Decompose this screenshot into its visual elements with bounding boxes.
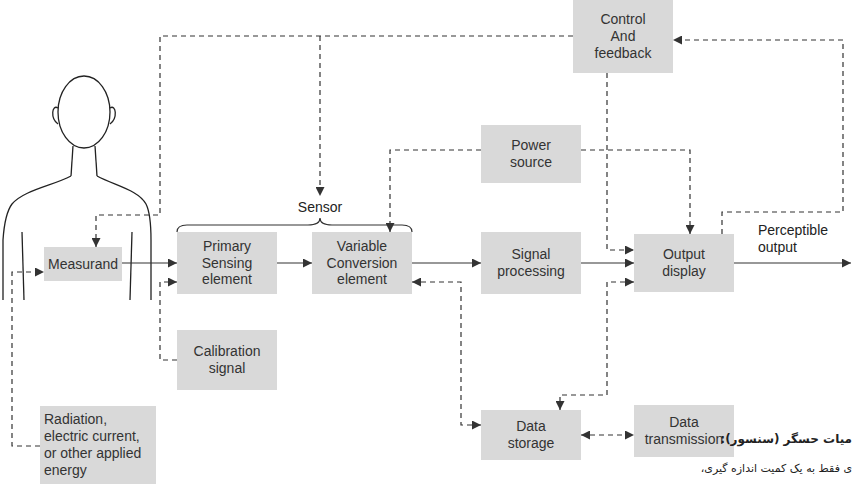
box-label: Data storage	[501, 418, 561, 452]
connector	[581, 150, 690, 234]
feedback-to-sensor	[319, 36, 320, 196]
connector	[581, 262, 634, 263]
note-text: میات حسگر (سنسور):	[690, 432, 852, 446]
process-box: Control And feedback	[573, 0, 673, 73]
process-box: Measurand	[44, 247, 122, 281]
ear	[53, 107, 58, 124]
process-box: Primary Sensing element	[177, 232, 277, 294]
connector	[277, 262, 312, 263]
ear	[110, 107, 115, 124]
box-label: Primary Sensing element	[182, 238, 272, 288]
box-label: Variable Conversion element	[317, 238, 407, 288]
neck-line	[71, 146, 73, 176]
connector	[560, 282, 634, 410]
box-label: Calibration signal	[182, 343, 272, 377]
box-label: Signal processing	[486, 246, 576, 280]
process-box: Signal processing	[481, 232, 581, 294]
neck-line	[95, 146, 97, 176]
process-box: Data transmission	[634, 405, 734, 457]
human-figure	[3, 76, 151, 300]
connector	[412, 282, 481, 425]
process-box: Variable Conversion element	[312, 232, 412, 294]
process-box: Radiation, electric current, or other ap…	[40, 406, 156, 484]
output-arrow	[734, 262, 851, 263]
connector	[390, 150, 481, 232]
sensor-brace	[177, 218, 412, 232]
connector	[122, 262, 177, 263]
connector	[412, 262, 481, 263]
arm-inner	[22, 232, 24, 300]
box-label: Measurand	[48, 256, 118, 273]
arm-inner	[130, 232, 132, 300]
shoulder-arm	[97, 176, 151, 300]
process-box: Data storage	[481, 410, 581, 460]
note-text: ی فقط به یک کمیت اندازه گیری،	[640, 462, 852, 475]
box-label: Power source	[496, 137, 566, 171]
connector	[607, 73, 634, 250]
process-box: Output display	[634, 234, 734, 292]
connector	[581, 434, 634, 435]
connector	[160, 282, 177, 360]
output-label: Perceptible output	[758, 222, 838, 256]
shoulder-arm	[3, 176, 71, 300]
box-label: Output display	[644, 246, 724, 280]
connector	[673, 40, 843, 234]
process-box: Calibration signal	[177, 330, 277, 390]
group-label: Sensor	[290, 199, 350, 216]
box-label: Control And feedback	[590, 11, 656, 61]
head-outline	[58, 76, 110, 148]
process-box: Power source	[481, 125, 581, 183]
box-label: Radiation, electric current, or other ap…	[44, 411, 150, 478]
box-label: Data transmission	[638, 414, 730, 448]
